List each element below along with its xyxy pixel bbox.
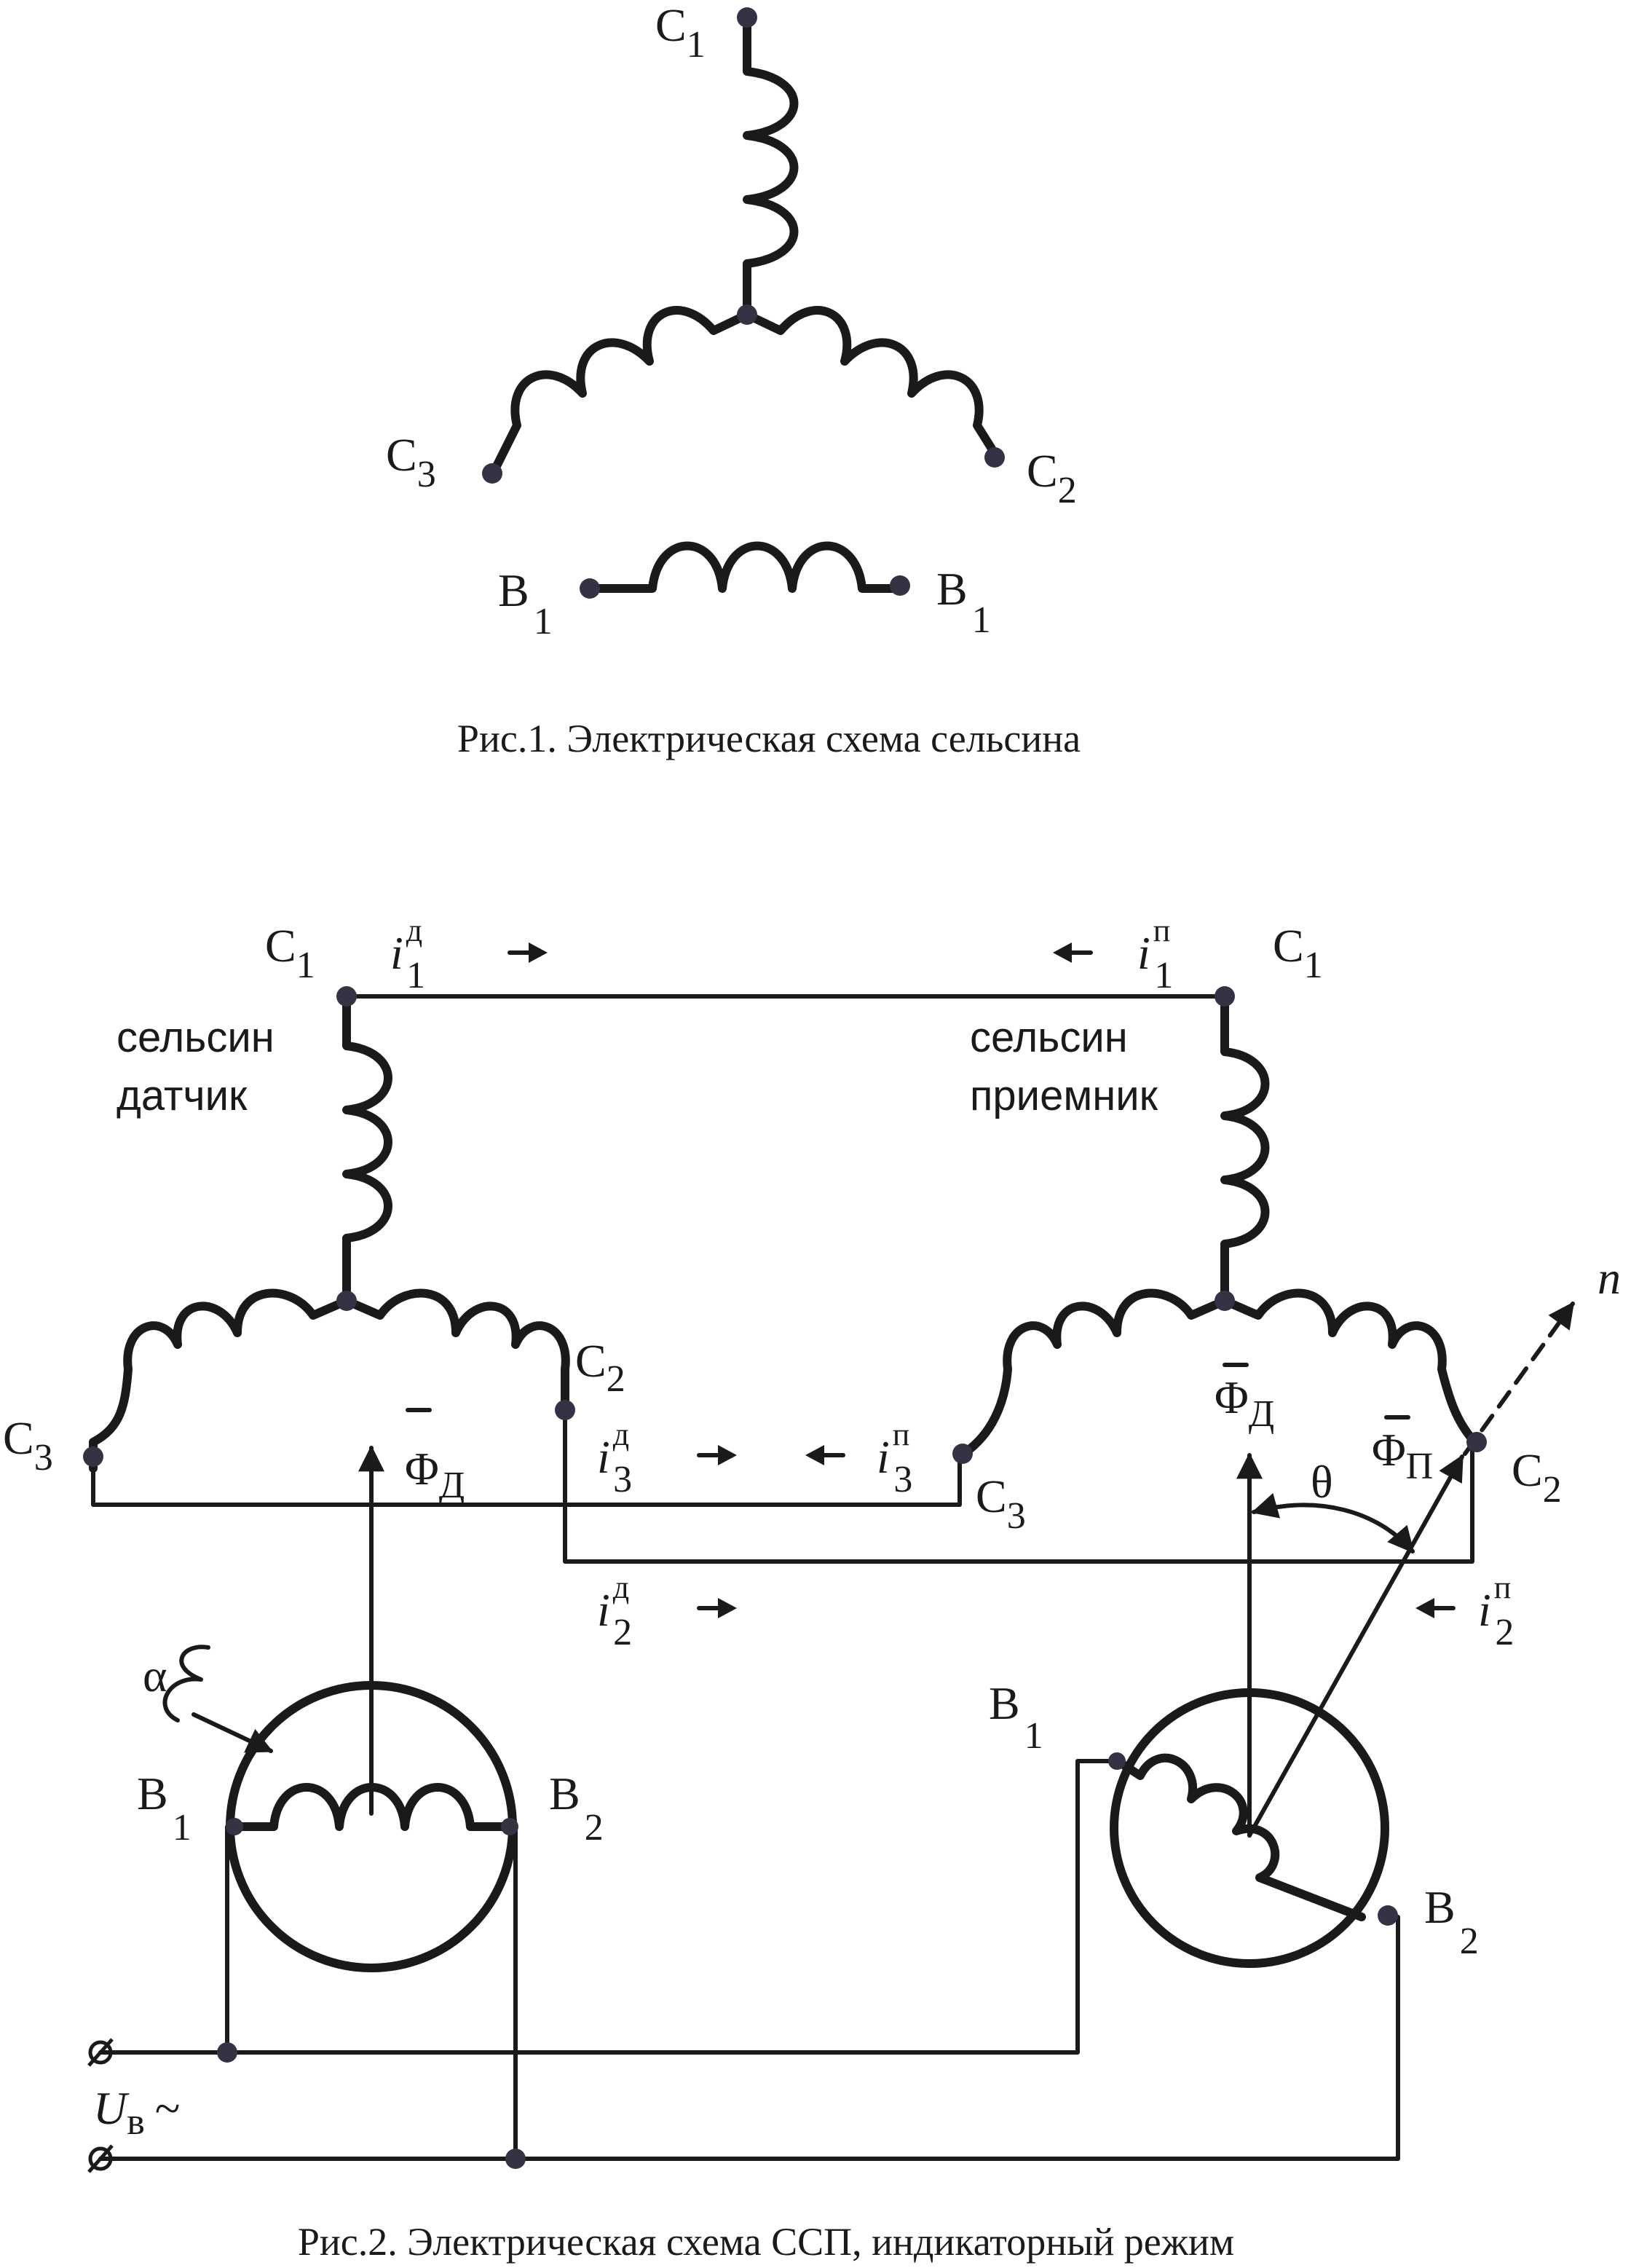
receiver-name-line2: приемник	[970, 1072, 1158, 1119]
stator-coil-c2	[743, 306, 996, 453]
label-c1: C1	[655, 0, 706, 66]
figure-2-caption: Рис.2. Электрическая схема ССП, индикато…	[298, 2220, 1234, 2264]
transmitter-label-c1: C1	[265, 920, 315, 986]
transmitter-coil-c1	[342, 992, 392, 1305]
transmitter-dot-neutral	[336, 1291, 357, 1311]
receiver-label-c1: C1	[1273, 920, 1323, 986]
label-c2: C2	[1027, 445, 1077, 511]
receiver-dot-b2	[1378, 1905, 1398, 1926]
figure-1-selsyn-schematic: C1 C2 C3 B1 B1 Рис.1. Электрическая схем…	[386, 0, 1081, 760]
receiver-dot-neutral	[1215, 1291, 1235, 1311]
terminal-dot-c3	[482, 463, 502, 484]
receiver-flux-p-label: ΦП	[1372, 1424, 1433, 1487]
receiver-name-line1: сельсин	[970, 1014, 1128, 1061]
transmitter-coil-c3	[89, 1288, 351, 1473]
transmitter-name-line2: датчик	[116, 1072, 248, 1119]
transmitter-label-b2: B2	[549, 1768, 604, 1848]
terminal-dot-c2	[984, 447, 1005, 468]
receiver-dot-c3	[952, 1444, 973, 1464]
transmitter-dot-c3	[83, 1446, 103, 1467]
wire-supply-top	[98, 1759, 1118, 2055]
receiver-dot-c1	[1215, 986, 1235, 1007]
stator-coil-c3	[491, 306, 751, 473]
arrow-i3-p	[805, 1445, 845, 1465]
label-b1-left: B1	[498, 564, 553, 642]
transmitter-rotation-arrow	[191, 1712, 274, 1753]
transmitter-label-c2: C2	[575, 1335, 625, 1400]
transmitter-angle-label: α	[143, 1650, 167, 1701]
arrow-i3-d	[697, 1445, 737, 1465]
arrow-i2-d	[697, 1598, 737, 1618]
transmitter-dot-b2	[501, 1818, 518, 1835]
figure-2-selsyn-system: C1 C2 C3 B1 B2 сельсин датчик α ΦД C1 C2…	[3, 913, 1621, 2264]
junction-dot-b2-supply	[505, 2149, 526, 2169]
wire-c3-line	[91, 1452, 962, 1507]
receiver-label-b1: B1	[989, 1677, 1043, 1757]
terminal-dot-c1	[737, 7, 757, 28]
receiver-label-c2: C2	[1512, 1444, 1562, 1511]
arrow-i2-p	[1415, 1598, 1456, 1618]
receiver-dot-c2	[1466, 1432, 1487, 1452]
junction-dot-b1-supply	[217, 2042, 237, 2063]
receiver-coil-c3	[961, 1288, 1229, 1457]
transmitter-dot-b1	[226, 1818, 243, 1835]
transmitter-dot-c1	[336, 986, 357, 1007]
transmitter-label-b1: B1	[137, 1768, 191, 1848]
figure-1-caption: Рис.1. Электрическая схема сельсина	[457, 717, 1081, 760]
receiver-coil-c1	[1220, 992, 1270, 1305]
terminal-dot-b1-right	[890, 575, 910, 596]
transmitter-name-line1: сельсин	[116, 1014, 275, 1061]
stator-coil-c1	[743, 13, 799, 319]
terminal-dot-b1-left	[580, 578, 600, 599]
receiver-label-b2: B2	[1424, 1881, 1479, 1962]
receiver-label-c3: C3	[976, 1470, 1026, 1537]
receiver-flux-p-arrow	[1247, 1454, 1464, 1838]
receiver-rotor-coil	[1115, 1753, 1366, 1921]
label-b1-right: B1	[936, 563, 991, 641]
receiver-axis-label: n	[1598, 1252, 1621, 1304]
arrow-i1-d	[508, 942, 548, 963]
receiver-theta-arc	[1251, 1492, 1415, 1554]
transmitter-flux-label: ΦД	[405, 1443, 465, 1506]
transmitter-angle-tilde	[162, 1645, 210, 1722]
rotor-excitation-coil	[585, 541, 901, 593]
arrow-i1-p	[1053, 942, 1093, 963]
receiver-dot-b1	[1108, 1752, 1126, 1770]
supply-voltage-label: Uв~	[93, 2082, 180, 2143]
supply-terminal-bottom-icon	[87, 2144, 114, 2173]
neutral-point-dot	[737, 304, 757, 325]
receiver-coil-c2	[1220, 1288, 1477, 1444]
transmitter-dot-c2	[555, 1400, 575, 1420]
supply-terminal-top-icon	[87, 2038, 114, 2067]
transmitter-label-c3: C3	[3, 1412, 53, 1478]
label-c3: C3	[386, 429, 436, 495]
wire-supply-bottom	[98, 1915, 1400, 2161]
receiver-flux-d-label: ΦД	[1215, 1371, 1274, 1435]
wire-c2-line	[563, 1408, 1474, 1564]
receiver-theta-label: θ	[1311, 1456, 1333, 1508]
transmitter-coil-c2	[342, 1288, 570, 1414]
receiver-axis-n-dashed	[1463, 1302, 1575, 1456]
